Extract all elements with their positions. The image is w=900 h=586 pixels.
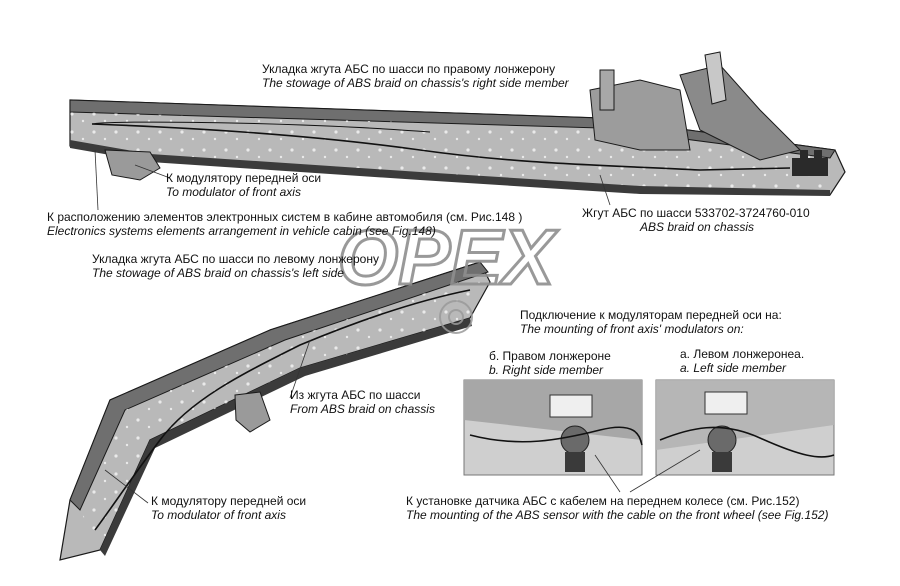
label-right-side: б. Правом лонжероне b. Right side member — [489, 349, 611, 377]
label-electronics: К расположению элементов электронных сис… — [47, 210, 522, 238]
detail-left-member — [655, 379, 835, 476]
label-left-member: Укладка жгута АБС по шасси по левому лон… — [92, 252, 379, 280]
label-ru: К модулятору передней оси — [151, 494, 307, 508]
detail-right-member — [463, 379, 643, 476]
label-front-modulator-top: К модулятору передней оси To modulator o… — [166, 171, 321, 199]
label-ru: Из жгута АБС по шасси — [290, 388, 421, 402]
label-ru: К модулятору передней оси — [166, 171, 322, 185]
label-ru: б. Правом лонжероне — [489, 349, 611, 363]
label-ru: К расположению элементов электронных сис… — [47, 210, 523, 224]
label-ru: Укладка жгута АБС по шасси по левому лон… — [92, 252, 379, 266]
left-side-member — [59, 261, 491, 561]
label-en: Electronics systems elements arrangement… — [47, 224, 436, 238]
label-front-modulator-bottom: К модулятору передней оси To modulator o… — [151, 494, 306, 522]
label-ru: Жгут АБС по шасси 533702-3724760-010 — [582, 206, 810, 220]
label-mounting: Подключение к модуляторам передней оси н… — [520, 308, 782, 336]
label-en: The mounting of the ABS sensor with the … — [406, 508, 829, 522]
label-sensor: К установке датчика АБС с кабелем на пер… — [406, 494, 828, 522]
label-right-member: Укладка жгута АБС по шасси по правому ло… — [262, 62, 569, 90]
label-en: From ABS braid on chassis — [290, 402, 435, 416]
leader-lines — [94, 149, 701, 504]
label-from-braid: Из жгута АБС по шасси From ABS braid on … — [290, 388, 435, 416]
label-ru: К установке датчика АБС с кабелем на пер… — [406, 494, 800, 508]
label-en: The stowage of ABS braid on chassis's le… — [92, 266, 344, 280]
label-en: To modulator of front axis — [151, 508, 286, 522]
label-left-side: а. Левом лонжеронеа. a. Left side member — [680, 347, 804, 375]
abs-braid-right — [91, 123, 791, 171]
label-ru: а. Левом лонжеронеа. — [680, 347, 805, 361]
label-en: To modulator of front axis — [166, 185, 301, 199]
label-en: a. Left side member — [680, 361, 787, 375]
label-abs-braid: Жгут АБС по шасси 533702-3724760-010 ABS… — [582, 206, 810, 234]
label-ru: Подключение к модуляторам передней оси н… — [520, 308, 782, 322]
label-en: b. Right side member — [489, 363, 604, 377]
label-en: The stowage of ABS braid on chassis's ri… — [262, 76, 569, 90]
label-en: ABS braid on chassis — [640, 220, 755, 234]
label-ru: Укладка жгута АБС по шасси по правому ло… — [262, 62, 556, 76]
label-en: The mounting of front axis' modulators o… — [520, 322, 744, 336]
abs-braid-left — [94, 289, 471, 531]
